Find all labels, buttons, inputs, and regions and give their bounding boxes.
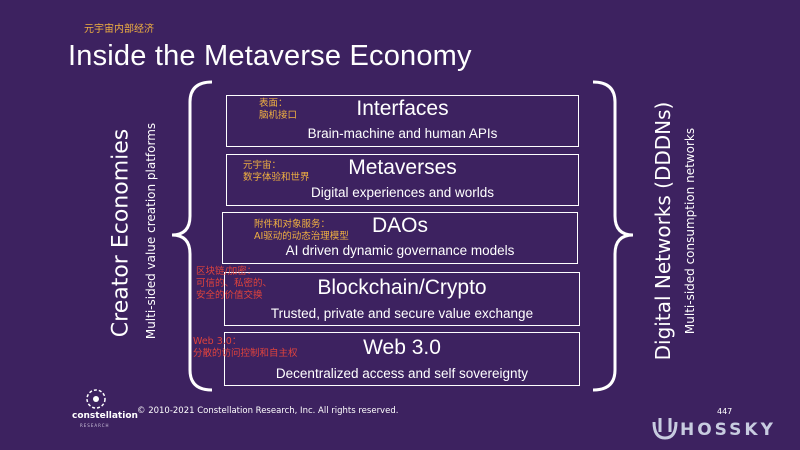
layer-web3: Web 3.0 Decentralized access and self so… xyxy=(224,332,580,386)
layer-note: 附件和对象服务：AI驱动的动态治理模型 xyxy=(254,219,349,242)
layer-title: Blockchain/Crypto xyxy=(317,276,487,299)
layer-description: Decentralized access and self sovereignt… xyxy=(275,366,529,381)
layer-description: Digital experiences and worlds xyxy=(310,185,495,200)
layer-note: 元宇宙：数字体验和世界 xyxy=(243,160,310,183)
hossky-watermark: HOSSKY xyxy=(680,420,776,440)
layer-metaverses: Metaverses Digital experiences and world… xyxy=(226,154,579,206)
layer-interfaces: Interfaces Brain-machine and human APIs xyxy=(226,95,579,147)
digital-networks-label: Digital Networks (DDDNs) xyxy=(651,101,675,361)
page-number: 447 xyxy=(717,407,733,416)
layer-description: AI driven dynamic governance models xyxy=(285,243,515,258)
right-brace-icon xyxy=(592,80,634,392)
constellation-logo-icon xyxy=(86,389,106,409)
layer-title: Interfaces xyxy=(356,97,449,120)
layer-title: DAOs xyxy=(371,214,428,237)
layer-title: Web 3.0 xyxy=(363,336,441,359)
layer-title: Metaverses xyxy=(348,156,457,179)
digital-networks-subtitle: Multi-sided consumption networks xyxy=(683,127,697,335)
layer-note: Web 3.0：分散的访问控制和自主权 xyxy=(193,336,298,359)
constellation-logo-subtext: RESEARCH xyxy=(80,423,110,428)
hossky-logo-icon xyxy=(652,418,678,440)
layer-daos: DAOs AI driven dynamic governance models xyxy=(222,212,578,264)
layer-note: 表面：脑机接口 xyxy=(259,98,298,121)
creator-economies-label: Creator Economies xyxy=(108,128,134,338)
copyright-footer: © 2010-2021 Constellation Research, Inc.… xyxy=(137,406,399,416)
constellation-logo-text: constellation xyxy=(72,411,138,421)
layer-blockchain: Blockchain/Crypto Trusted, private and s… xyxy=(224,272,580,326)
chinese-title: 元宇宙内部经济 xyxy=(84,24,154,35)
layer-description: Trusted, private and secure value exchan… xyxy=(270,306,534,321)
layer-note: 区块链/加密：可信的、私密的、安全的价值交换 xyxy=(196,266,273,301)
creator-economies-subtitle: Multi-sided value creation platforms xyxy=(144,122,158,340)
page-title: Inside the Metaverse Economy xyxy=(68,40,472,72)
left-brace-icon xyxy=(171,80,213,392)
layer-description: Brain-machine and human APIs xyxy=(307,126,498,141)
